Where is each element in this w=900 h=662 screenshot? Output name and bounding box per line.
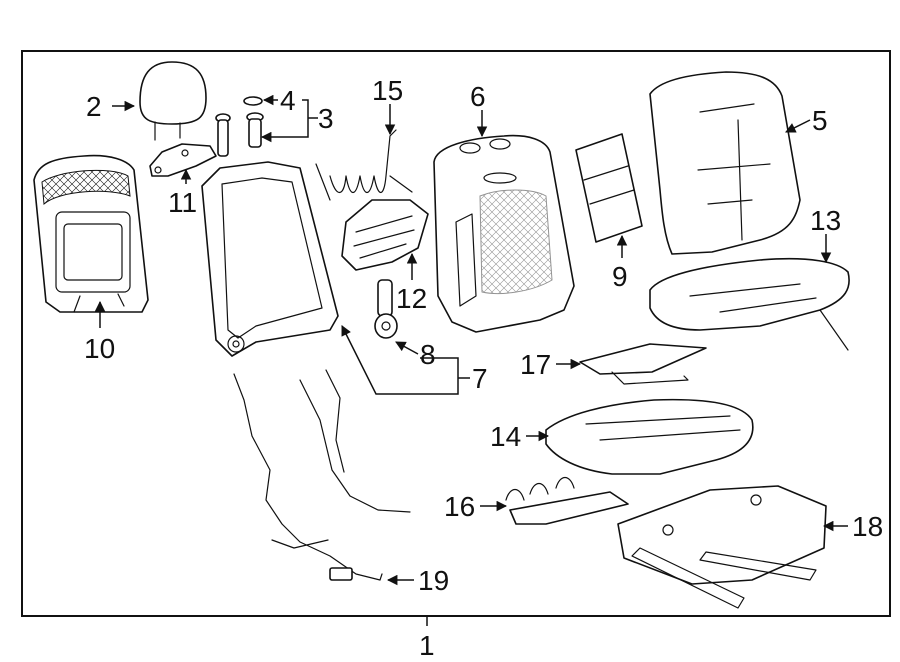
callout-14: 14 [490, 421, 521, 452]
seat-back-pad [433, 134, 575, 333]
headrest-guides [215, 96, 264, 157]
callout-9: 9 [612, 261, 628, 292]
callout-11: 11 [168, 187, 197, 218]
callout-3: 3 [318, 103, 334, 134]
callout-10: 10 [84, 333, 115, 364]
callout-7: 7 [472, 363, 488, 394]
wiring-harness [233, 369, 411, 581]
leader-lines [94, 94, 848, 586]
seat-track-frame [617, 485, 827, 609]
lumbar-support [341, 199, 429, 271]
seat-bracket [579, 343, 707, 385]
callout-4: 4 [280, 85, 296, 116]
callout-labels: 1 2 3 4 5 6 7 8 9 10 11 12 13 14 15 16 1… [84, 75, 883, 661]
seat-back-frame [201, 161, 339, 357]
callout-15: 15 [372, 75, 403, 106]
callout-6: 6 [470, 81, 486, 112]
callout-12: 12 [396, 283, 427, 314]
callout-1: 1 [419, 630, 435, 661]
callout-17: 17 [520, 349, 551, 380]
callout-13: 13 [810, 205, 841, 236]
back-panel-insert [575, 133, 643, 243]
callout-8: 8 [420, 339, 436, 370]
seat-back-panel [33, 154, 149, 313]
headrest-bracket [149, 143, 217, 177]
seat-cushion-cover [649, 257, 850, 351]
headrest [139, 61, 207, 141]
callout-19: 19 [418, 565, 449, 596]
recliner-adjuster [374, 279, 398, 339]
diagram-frame [21, 50, 891, 617]
seat-cushion-pad [545, 398, 754, 475]
callout-16: 16 [444, 491, 475, 522]
seat-back-cover [649, 71, 801, 255]
callout-5: 5 [812, 105, 828, 136]
callout-18: 18 [852, 511, 883, 542]
callout-2: 2 [86, 91, 102, 122]
cushion-bracket [505, 476, 629, 525]
lumbar-spring [315, 129, 413, 201]
wiring-connector [329, 567, 353, 581]
